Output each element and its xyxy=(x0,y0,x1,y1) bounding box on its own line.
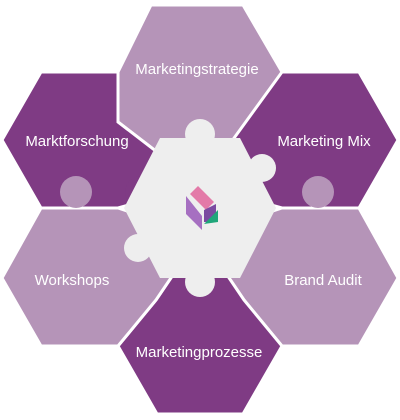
center-knob-bottom xyxy=(185,267,215,297)
label-workshops: Workshops xyxy=(35,272,110,289)
label-marktforschung: Marktforschung xyxy=(25,133,128,150)
center-knob-left xyxy=(124,234,152,262)
label-brand-audit: Brand Audit xyxy=(284,272,362,289)
knob-right xyxy=(302,176,334,208)
puzzle-logo-icon xyxy=(186,186,218,230)
knob-left xyxy=(60,176,92,208)
label-marketingprozesse: Marketingprozesse xyxy=(136,344,263,361)
center-knob-top xyxy=(185,119,215,149)
label-marketing-mix: Marketing Mix xyxy=(277,133,371,150)
center-hexagon xyxy=(124,138,276,278)
label-marketingstrategie: Marketingstrategie xyxy=(135,61,258,78)
center-knob-right xyxy=(248,154,276,182)
